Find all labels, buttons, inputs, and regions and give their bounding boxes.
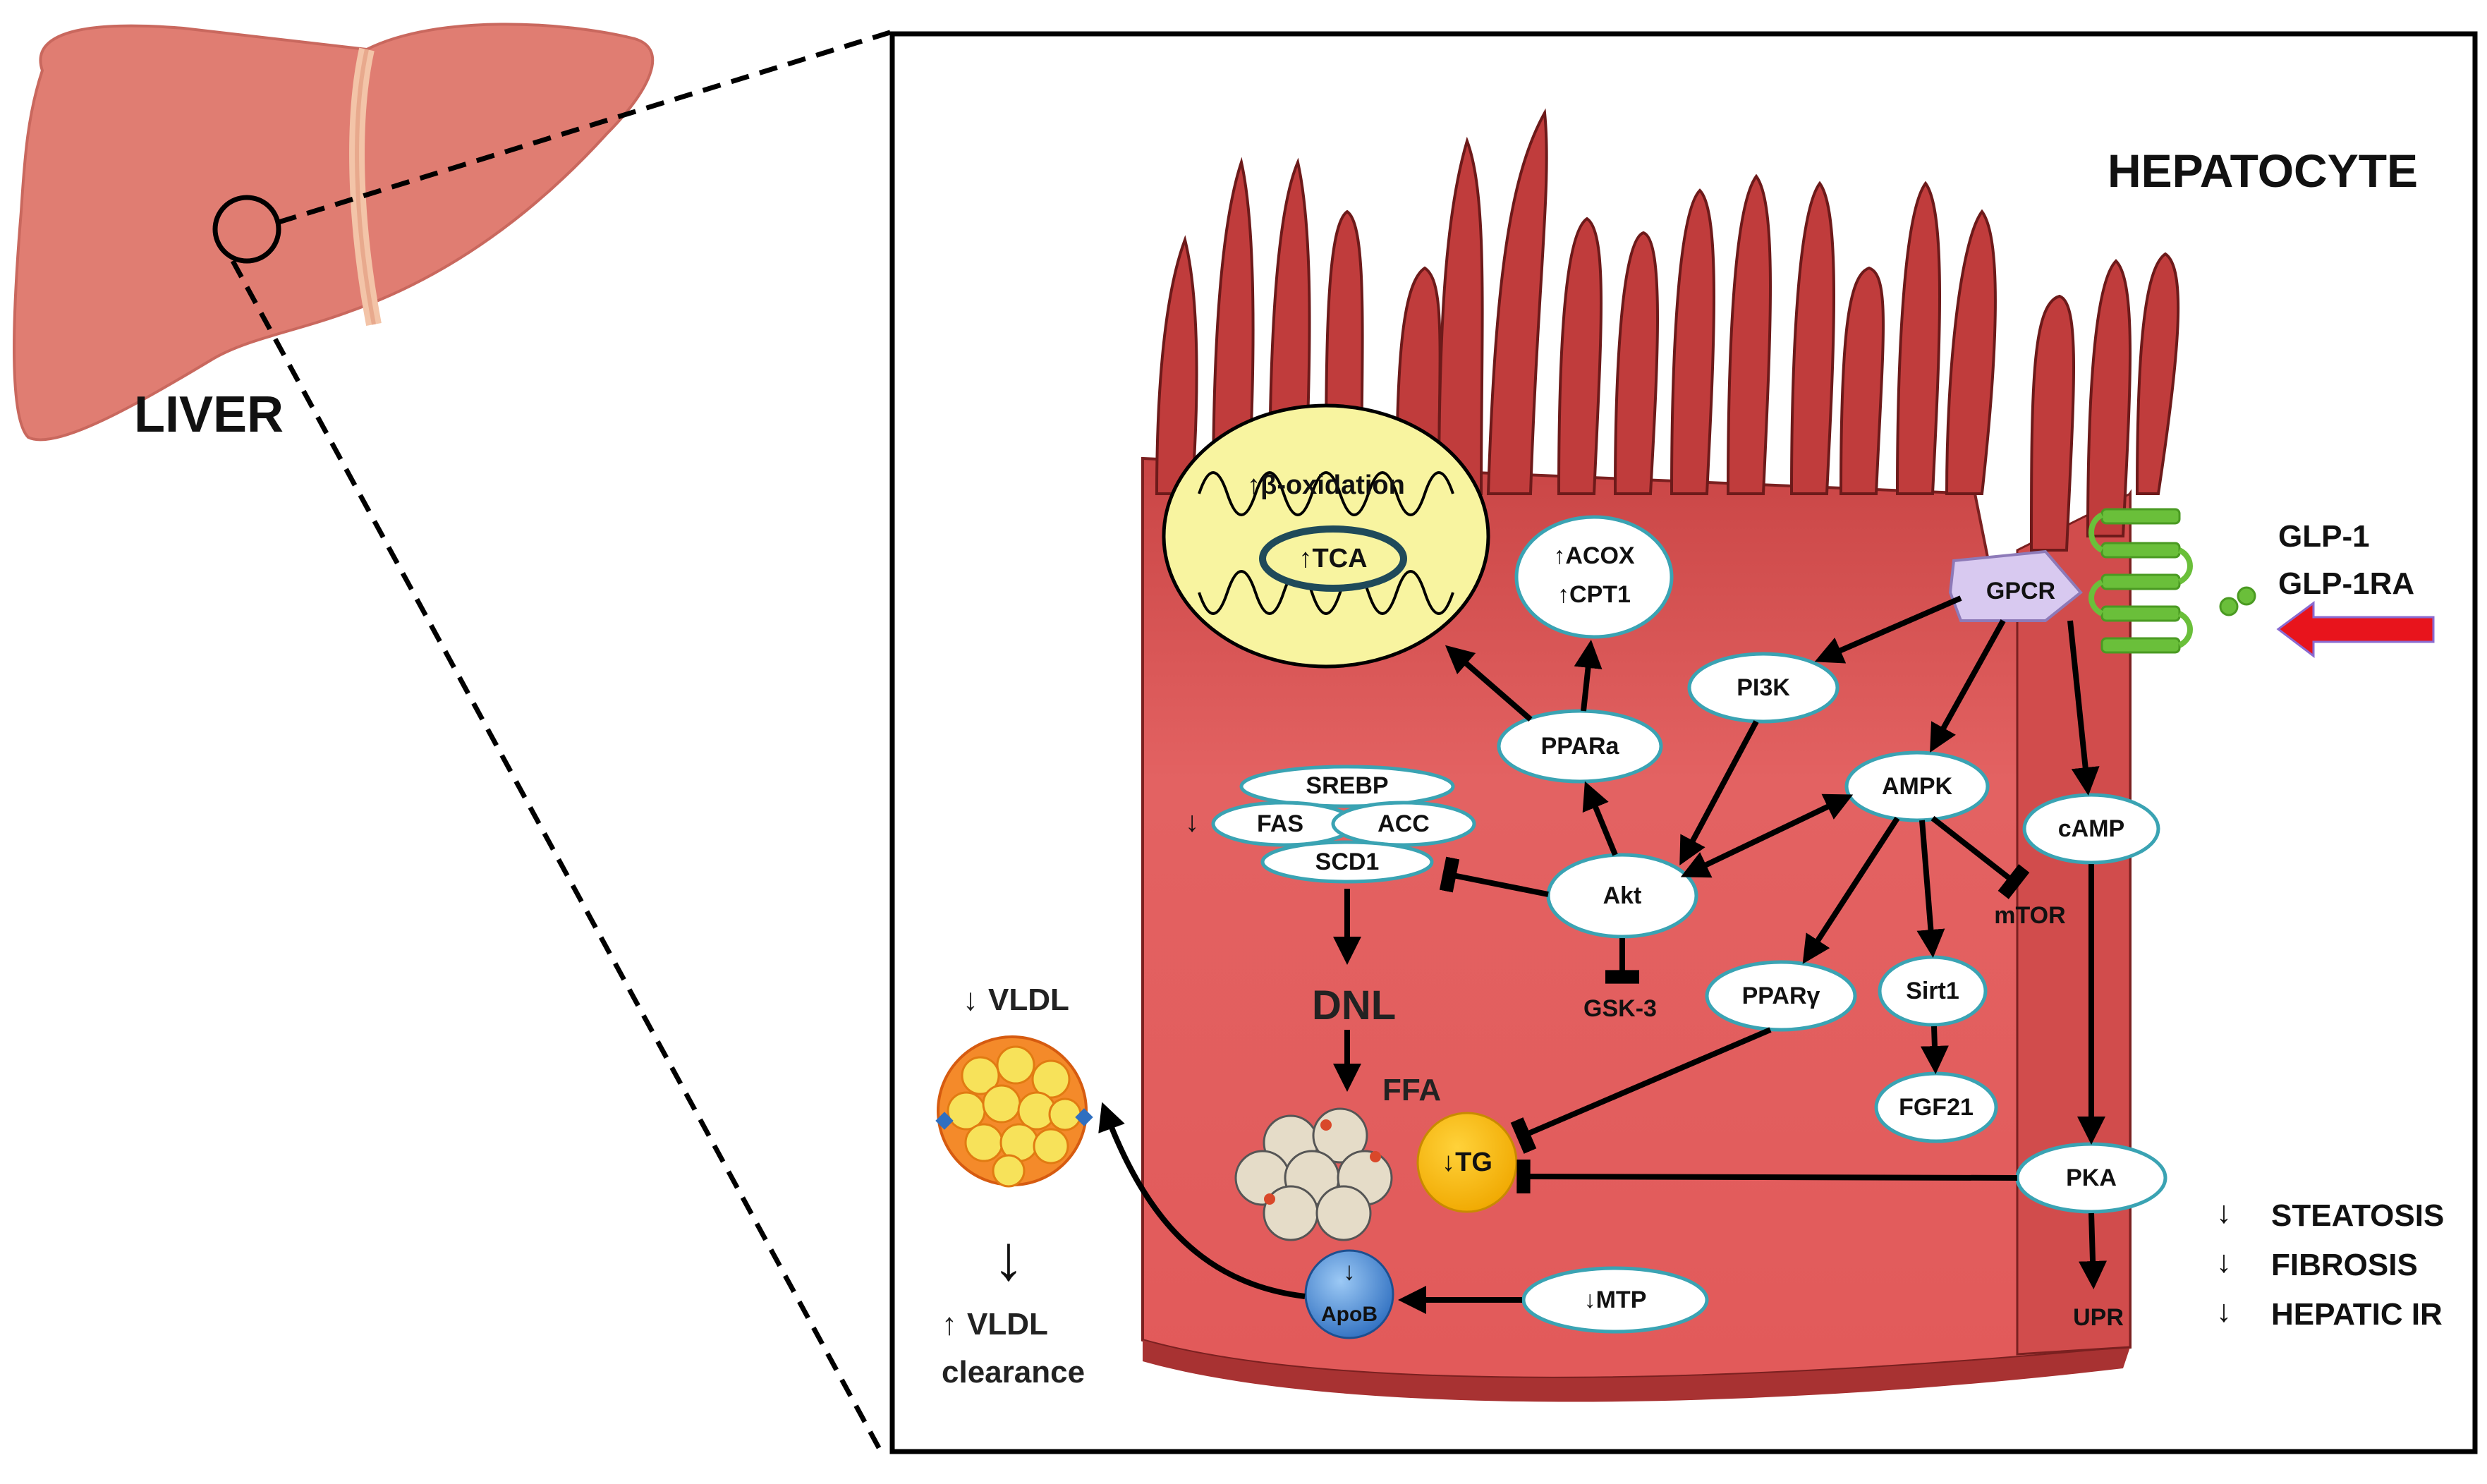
hepatic-ir-down-arrow: ↓ (2216, 1294, 2232, 1329)
edge-ampk-sirt1 (1916, 820, 1945, 958)
edge-gpcr-ampk (1930, 619, 2006, 753)
edge-sirt1-fgf21 (1920, 1026, 1949, 1074)
akt-node: Akt (1546, 853, 1698, 939)
steatosis-label: STEATOSIS (2271, 1198, 2444, 1233)
fibrosis-label: FIBROSIS (2271, 1248, 2418, 1282)
gsk3-label: GSK-3 (1583, 995, 1657, 1022)
mitochondrion (1162, 403, 1490, 669)
svg-text:PI3K: PI3K (1737, 674, 1790, 701)
tca-label: ↑TCA (1299, 544, 1367, 573)
edge-ampk-ppary (1802, 816, 1900, 964)
vldl-top-label: ↓VLDL (963, 983, 1069, 1017)
ampk-node: AMPK (1844, 750, 1990, 822)
hepatic-ir-label: HEPATIC IR (2271, 1297, 2443, 1332)
svg-text:FGF21: FGF21 (1899, 1094, 1974, 1121)
svg-text:PPARa: PPARa (1541, 733, 1620, 760)
ffa-label: FFA (1382, 1073, 1441, 1107)
svg-text:ApoB: ApoB (1321, 1303, 1378, 1326)
sirt1-node: Sirt1 (1878, 955, 1988, 1027)
glp1-input-arrow (2276, 601, 2435, 659)
acc-label: ACC (1378, 810, 1430, 837)
beta-oxidation-label: ↑β-oxidation (1247, 470, 1405, 500)
zoom-line-bottom (230, 260, 884, 1454)
glp1ra-label: GLP-1RA (2278, 566, 2414, 601)
glp1-receptor (2088, 508, 2256, 654)
dnl-label: DNL (1312, 983, 1396, 1028)
edge-akt-ampk (1680, 793, 1854, 878)
svg-text:↓MTP: ↓MTP (1584, 1287, 1647, 1313)
fibrosis-down-arrow: ↓ (2216, 1245, 2232, 1279)
edge-pka-tg (1516, 1159, 2018, 1194)
vldl-big-down-arrow: ↓ (993, 1223, 1025, 1294)
camp-node: cAMP (2022, 793, 2160, 865)
edge-akt-scd1 (1439, 856, 1549, 897)
edge-apob-vldl (1098, 1102, 1306, 1299)
svg-text:Sirt1: Sirt1 (1906, 978, 1959, 1004)
tg-node: ↓TG (1416, 1112, 1518, 1213)
scd1-label: SCD1 (1315, 849, 1380, 875)
svg-text:AMPK: AMPK (1882, 773, 1953, 800)
svg-text:cAMP: cAMP (2058, 815, 2124, 842)
gpcr-label: GPCR (1986, 578, 2055, 604)
hepatocyte-label: HEPATOCYTE (2108, 145, 2418, 197)
upr-label: UPR (2073, 1304, 2124, 1331)
liver-organ (13, 23, 655, 442)
gpcr-node (1948, 549, 2083, 622)
mtor-label: mTOR (1994, 902, 2065, 929)
svg-text:↓: ↓ (1343, 1257, 1356, 1286)
ppary-node: PPARγ (1705, 960, 1857, 1032)
edge-ampk-mtor (1930, 815, 2030, 899)
vldl-particle (935, 1035, 1093, 1188)
vldl-bottom-label: ↑VLDL (942, 1307, 1048, 1342)
edge-ppara-acox (1574, 640, 1603, 712)
apob-node: ↓ ApoB (1304, 1249, 1394, 1339)
cpt1-label: ↑CPT1 (1557, 581, 1631, 608)
edge-gpcr-camp (2067, 620, 2100, 796)
ppara-node: PPARa (1497, 709, 1663, 784)
edge-gpcr-pi3k (1814, 595, 1962, 664)
fas-label: FAS (1257, 810, 1303, 837)
glp1-label: GLP-1 (2278, 519, 2370, 554)
edge-akt-ppara (1582, 781, 1618, 856)
svg-text:↓TG: ↓TG (1442, 1148, 1492, 1177)
srebp-label: SREBP (1306, 772, 1388, 799)
liver-zoom-circle (212, 195, 281, 264)
steatosis-down-arrow: ↓ (2216, 1196, 2232, 1230)
edge-ppara-mito (1445, 645, 1533, 722)
edge-pka-upr (2079, 1212, 2108, 1289)
acox-label: ↑ACOX (1553, 542, 1635, 569)
zoom-line-top (277, 29, 894, 225)
pi3k-node: PI3K (1687, 652, 1840, 724)
clearance-label: clearance (942, 1355, 1085, 1389)
pka-node: PKA (2015, 1142, 2167, 1214)
fgf21-node: FGF21 (1874, 1071, 1998, 1143)
enzymes-down-arrow: ↓ (1185, 807, 1199, 838)
svg-text:PPARγ: PPARγ (1742, 983, 1820, 1009)
ffa-droplets (1234, 1107, 1393, 1241)
tca-cycle (1259, 525, 1407, 592)
acox-cpt1-node (1514, 515, 1674, 639)
svg-text:Akt: Akt (1603, 882, 1642, 909)
edge-ppary-tg (1510, 1027, 1772, 1154)
lipogenic-enzymes (1211, 765, 1476, 884)
pathway-edges (1098, 595, 2108, 1314)
liver-label: LIVER (134, 387, 284, 443)
svg-text:PKA: PKA (2066, 1164, 2117, 1191)
mtp-node: ↓MTP (1521, 1266, 1709, 1334)
